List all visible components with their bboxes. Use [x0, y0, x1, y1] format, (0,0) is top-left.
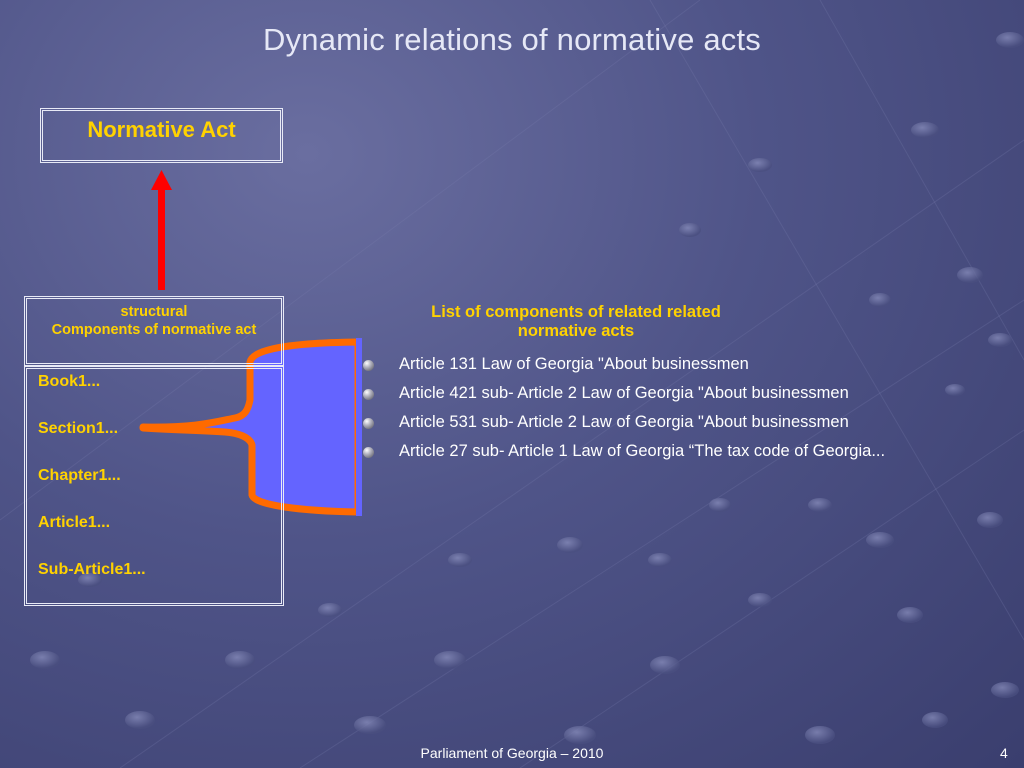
structure-item-book: Book1... — [38, 373, 101, 390]
slide-title: Dynamic relations of normative acts — [262, 22, 762, 57]
structural-label: structural — [120, 304, 188, 320]
normative-act-label: Normative Act — [87, 117, 236, 142]
footer-text: Parliament of Georgia – 2010 — [420, 745, 604, 761]
related-item-text: Article 531 sub- Article 2 Law of Georgi… — [399, 413, 849, 431]
structure-item-section: Section1... — [38, 420, 119, 437]
bullet-icon — [363, 447, 374, 458]
page-number: 4 — [1000, 745, 1008, 761]
related-item-text: Article 27 sub- Article 1 Law of Georgia… — [399, 442, 886, 460]
related-list-header-line2: normative acts — [517, 322, 635, 340]
structure-item-sub-article: Sub-Article1... — [38, 561, 146, 578]
normative-act-box: Normative Act — [40, 108, 283, 163]
structure-item-chapter: Chapter1... — [38, 467, 121, 484]
structural-components-box: structural Components of normative act — [24, 296, 284, 366]
bullet-icon — [363, 389, 374, 400]
bullet-icon — [363, 360, 374, 371]
list-item: Article 131 Law of Georgia "About busine… — [362, 355, 885, 384]
components-label: Components of normative act — [51, 322, 257, 338]
bullet-icon — [363, 418, 374, 429]
structure-items-box: Book1... Section1... Chapter1... Article… — [24, 366, 284, 606]
list-item: Article 27 sub- Article 1 Law of Georgia… — [362, 442, 885, 471]
related-list-header-line1: List of components of related related — [431, 303, 721, 321]
related-item-text: Article 421 sub- Article 2 Law of Georgi… — [399, 384, 849, 402]
related-list-header: List of components of related related no… — [390, 303, 762, 341]
list-item: Article 531 sub- Article 2 Law of Georgi… — [362, 413, 885, 442]
related-acts-list: Article 131 Law of Georgia "About busine… — [362, 355, 885, 471]
structure-item-article: Article1... — [38, 514, 111, 531]
up-arrow-icon — [151, 170, 172, 290]
related-item-text: Article 131 Law of Georgia "About busine… — [399, 355, 749, 373]
list-item: Article 421 sub- Article 2 Law of Georgi… — [362, 384, 885, 413]
